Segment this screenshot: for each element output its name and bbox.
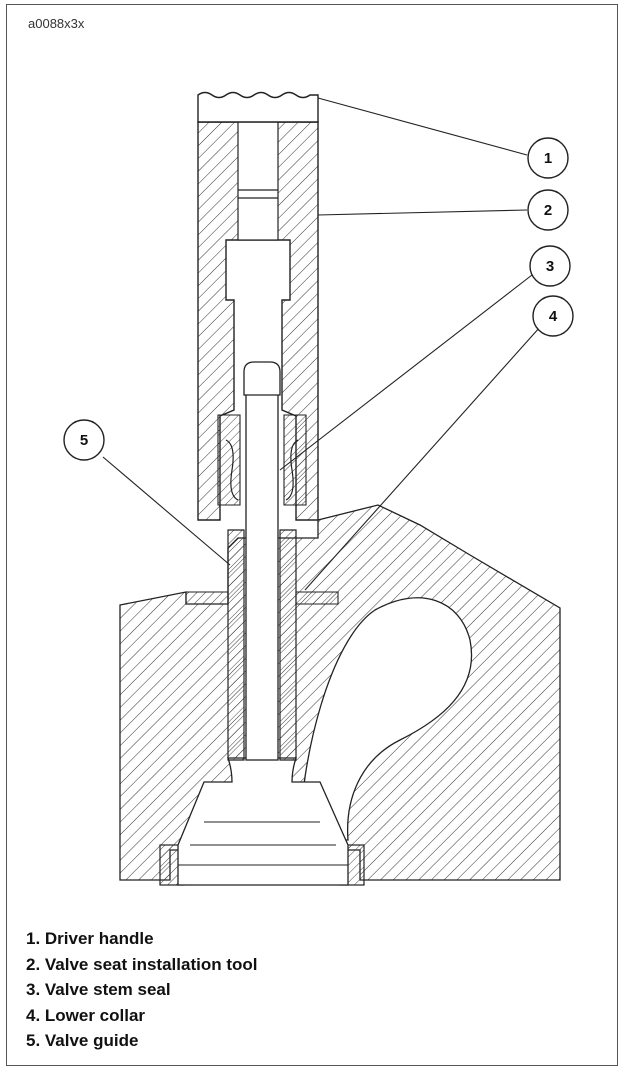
svg-text:1: 1 — [544, 150, 552, 167]
legend-item: 2. Valve seat installation tool — [26, 954, 258, 974]
legend-item: 4. Lower collar — [26, 1005, 146, 1025]
svg-text:5: 5 — [80, 432, 88, 449]
seal-spring — [225, 439, 299, 501]
callout-2: 2 — [527, 189, 569, 231]
valve-face-lines — [178, 821, 348, 866]
valve-stem-tip — [243, 361, 281, 396]
callout-1: 1 — [527, 137, 569, 179]
valve-stem-seal — [217, 414, 307, 506]
tool-bore-upper — [237, 121, 279, 241]
svg-text:2: 2 — [544, 202, 552, 219]
valve-stem — [245, 379, 279, 761]
valve-guide — [227, 529, 297, 761]
callout-3: 3 — [529, 245, 571, 287]
lower-collar — [185, 591, 339, 605]
valve-port — [299, 597, 473, 841]
parts-legend: 1. Driver handle 2. Valve seat installat… — [26, 926, 257, 1054]
svg-text:4: 4 — [549, 308, 558, 325]
legend-item: 5. Valve guide — [26, 1031, 139, 1050]
figure-id: a0088x3x — [28, 16, 85, 31]
driver-handle — [197, 91, 319, 123]
callout-5: 5 — [63, 419, 105, 461]
leader-lines — [102, 97, 541, 591]
legend-item: 3. Valve stem seal — [26, 980, 171, 999]
legend-item: 1. Driver handle — [26, 929, 154, 948]
callout-4: 4 — [532, 295, 574, 337]
svg-text:3: 3 — [546, 258, 554, 275]
